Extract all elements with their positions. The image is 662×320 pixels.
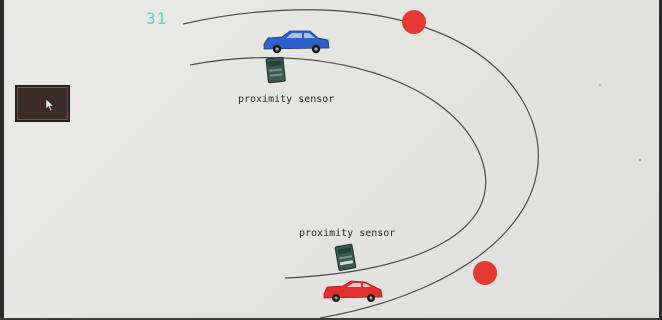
pointer-tool-button[interactable] (15, 85, 70, 122)
blue-car-icon (264, 31, 329, 53)
red-car-icon (324, 281, 382, 302)
proximity-sensor-icon (266, 57, 285, 83)
pointer-icon (45, 98, 55, 112)
proximity-sensor-label: proximity sensor (238, 94, 334, 105)
inner-track-line (190, 58, 486, 278)
screen-speck (639, 159, 641, 161)
red-marker-icon (473, 261, 497, 285)
proximity-sensor-label: proximity sensor (299, 228, 395, 239)
proximity-sensor-icon (335, 244, 356, 271)
screen-speck (599, 84, 601, 86)
red-marker-icon (402, 10, 426, 34)
counter-readout: 31 (146, 9, 167, 28)
